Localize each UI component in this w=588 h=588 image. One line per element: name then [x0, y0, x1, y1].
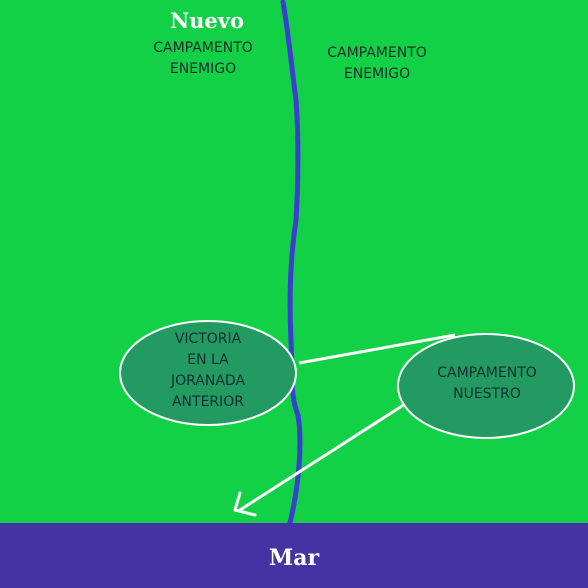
- connector-line: [298, 333, 456, 365]
- arrow-shaft: [238, 404, 404, 512]
- victory-node-shape: [119, 320, 297, 426]
- our-camp-node-shape: [397, 333, 575, 439]
- enemy-camp-right-label: CAMPAMENTO ENEMIGO: [327, 45, 427, 82]
- river-line: [280, 0, 303, 526]
- our-camp-node-label: CAMPAMENTO NUESTRO: [437, 365, 537, 402]
- enemy-camp-left-label: CAMPAMENTO ENEMIGO: [153, 40, 253, 77]
- arrow-head: [233, 491, 257, 517]
- top-label: Nuevo: [169, 8, 245, 33]
- sea-area: [0, 523, 588, 588]
- victory-node-label: VICTORIA EN LA JORANADA ANTERIOR: [170, 331, 246, 410]
- sea-label: Mar: [268, 545, 320, 571]
